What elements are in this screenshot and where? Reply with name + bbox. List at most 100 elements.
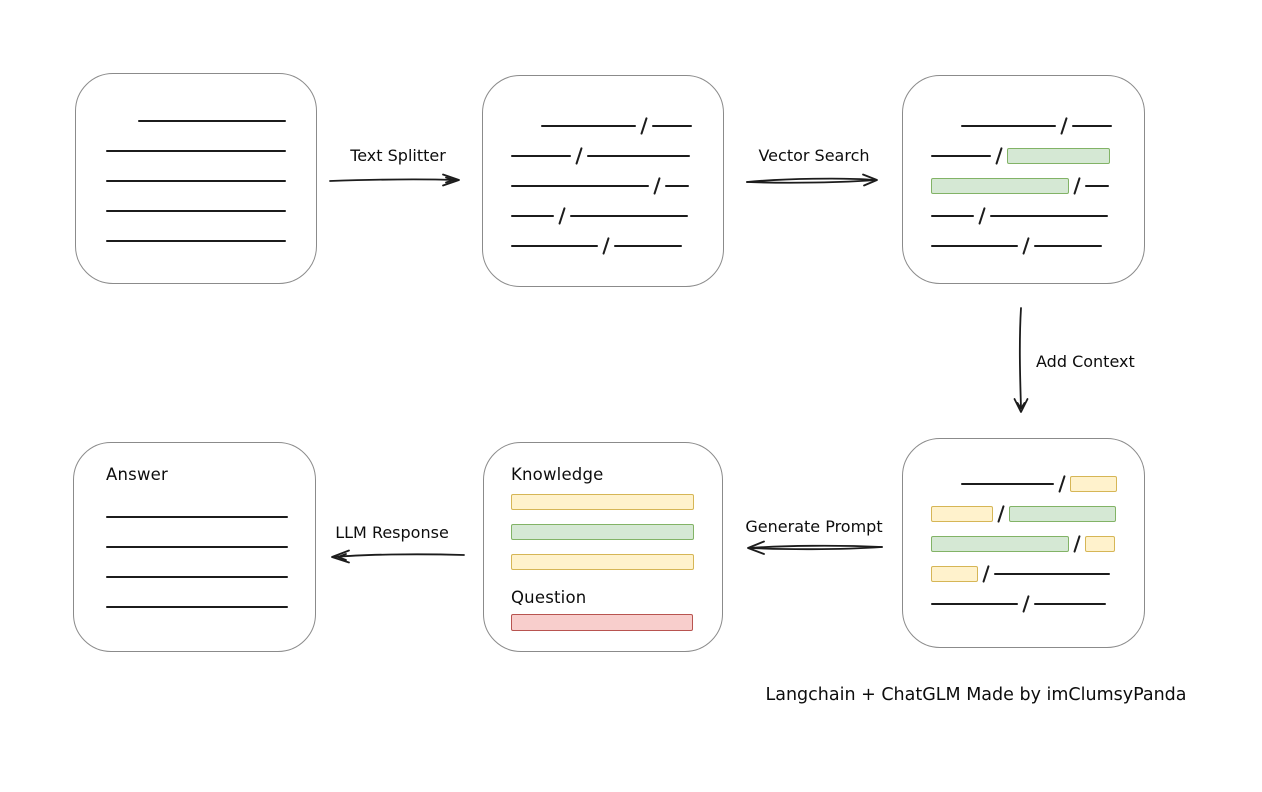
green-chunk [511, 524, 694, 540]
answer-lines [106, 502, 315, 622]
vector-search-arrow-icon [746, 173, 878, 187]
text-splitter-label: Text Splitter [350, 146, 446, 165]
slash-separator [558, 207, 566, 225]
chunk-row [931, 529, 1144, 559]
slash-separator [1022, 595, 1030, 613]
document-lines [106, 106, 316, 256]
split-chunk-rows [511, 111, 723, 261]
text-line [106, 180, 286, 182]
chunk-row [511, 231, 723, 261]
slash-separator [1022, 237, 1030, 255]
text-line [138, 120, 286, 122]
chunk-row [931, 141, 1144, 171]
chunk-row [106, 226, 316, 256]
chunk-row [931, 559, 1144, 589]
matched-chunk-rows [931, 111, 1144, 261]
answer-title: Answer [106, 465, 168, 484]
text-line [106, 606, 288, 608]
slash-separator [1058, 475, 1066, 493]
text-line [106, 546, 288, 548]
add-context-label: Add Context [1036, 352, 1135, 371]
indent-gap [511, 125, 541, 127]
text-line [106, 516, 288, 518]
text-line [106, 210, 286, 212]
chunk-row [511, 547, 722, 577]
generate-prompt-label: Generate Prompt [745, 517, 883, 536]
chunk-row [931, 231, 1144, 261]
text-line [931, 215, 974, 217]
text-line [511, 155, 571, 157]
chunk-row [106, 592, 315, 622]
yellow-chunk [931, 566, 978, 582]
answer-node: Answer [73, 442, 316, 652]
generate-prompt-arrow-icon [747, 540, 883, 555]
chunk-row [106, 166, 316, 196]
green-chunk [931, 178, 1069, 194]
yellow-chunk [1085, 536, 1116, 552]
indent-gap [931, 125, 961, 127]
text-line [1034, 603, 1107, 605]
yellow-chunk [511, 554, 694, 570]
context-chunks-node [902, 438, 1145, 648]
question-title: Question [511, 588, 587, 607]
text-line [106, 576, 288, 578]
chunk-row [931, 171, 1144, 201]
red-chunk [511, 613, 693, 631]
chunk-row [106, 562, 315, 592]
chunk-row [511, 517, 722, 547]
question-bar [511, 607, 722, 637]
text-line [665, 185, 690, 187]
knowledge-bars [511, 487, 722, 577]
chunk-row [931, 111, 1144, 141]
text-line [931, 155, 991, 157]
text-line [931, 245, 1018, 247]
yellow-chunk [511, 494, 694, 510]
slash-separator [653, 177, 661, 195]
text-line [106, 240, 286, 242]
text-line [961, 483, 1054, 485]
text-line [614, 245, 683, 247]
diagram-caption: Langchain + ChatGLM Made by imClumsyPand… [765, 685, 1187, 705]
chunk-row [106, 136, 316, 166]
chunk-row [106, 106, 316, 136]
chunk-row [931, 469, 1144, 499]
chunk-row [106, 196, 316, 226]
add-context-arrow-icon [1013, 307, 1029, 413]
chunk-row [511, 487, 722, 517]
chunk-row [511, 171, 723, 201]
slash-separator [640, 117, 648, 135]
indent-gap [931, 483, 961, 485]
knowledge-title: Knowledge [511, 465, 604, 484]
text-line [652, 125, 693, 127]
text-line [570, 215, 689, 217]
slash-separator [978, 207, 986, 225]
indent-gap [106, 120, 138, 122]
chunk-row [511, 201, 723, 231]
yellow-chunk [1070, 476, 1118, 492]
text-line [511, 215, 554, 217]
green-chunk [1009, 506, 1117, 522]
text-line [511, 185, 649, 187]
text-line [1085, 185, 1110, 187]
chunk-row [931, 201, 1144, 231]
chunk-row [511, 607, 722, 637]
context-chunk-rows [931, 469, 1144, 619]
document-node [75, 73, 317, 284]
yellow-chunk [931, 506, 993, 522]
llm-response-label: LLM Response [335, 523, 449, 542]
matched-chunks-node [902, 75, 1145, 284]
text-line [931, 603, 1018, 605]
text-line [1072, 125, 1113, 127]
slash-separator [602, 237, 610, 255]
slash-separator [1073, 177, 1081, 195]
chunk-row [931, 499, 1144, 529]
green-chunk [1007, 148, 1111, 164]
text-line [511, 245, 598, 247]
slash-separator [1060, 117, 1068, 135]
text-splitter-arrow-icon [329, 173, 460, 187]
llm-response-arrow-icon [331, 549, 465, 564]
text-line [994, 573, 1111, 575]
text-line [106, 150, 286, 152]
text-line [990, 215, 1109, 217]
chunk-row [106, 532, 315, 562]
